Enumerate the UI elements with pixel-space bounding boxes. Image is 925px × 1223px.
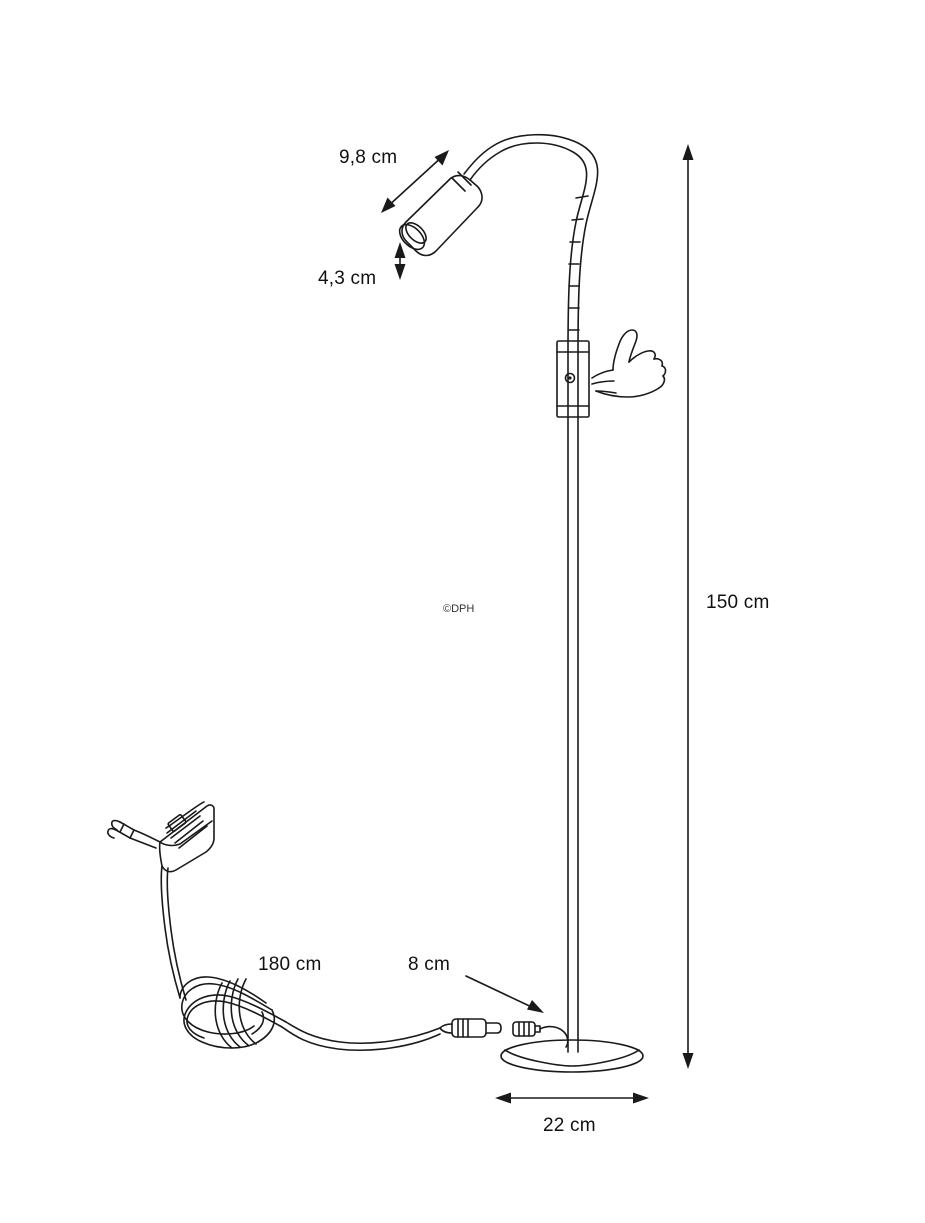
hand-icon [591, 329, 667, 398]
power-adapter [107, 801, 215, 873]
dimension-label-total-height: 150 cm [706, 592, 770, 613]
dimension-label-head-width: 4,3 cm [318, 268, 377, 289]
dimension-label-base-diameter: 22 cm [543, 1115, 596, 1136]
cable-jack [439, 1018, 502, 1038]
dimension-head-width-43 [394, 242, 406, 280]
lamp-switch-box [556, 340, 590, 418]
dimension-label-head-length: 9,8 cm [339, 147, 398, 168]
dimension-height-150 [682, 144, 694, 1069]
lamp-gooseneck [463, 133, 599, 353]
base-connector [512, 1021, 569, 1048]
dimension-head-length-98 [381, 150, 449, 213]
dimension-base-22 [495, 1092, 649, 1104]
watermark: ©DPH [443, 603, 475, 615]
lamp-base [500, 1039, 644, 1073]
dimension-label-cable-length: 180 cm [258, 954, 322, 975]
dimension-connector-8 [465, 975, 544, 1013]
dimension-label-connector: 8 cm [408, 954, 450, 975]
lamp-pole [567, 351, 579, 1053]
power-cable [160, 865, 441, 1052]
lamp-head [398, 171, 483, 257]
